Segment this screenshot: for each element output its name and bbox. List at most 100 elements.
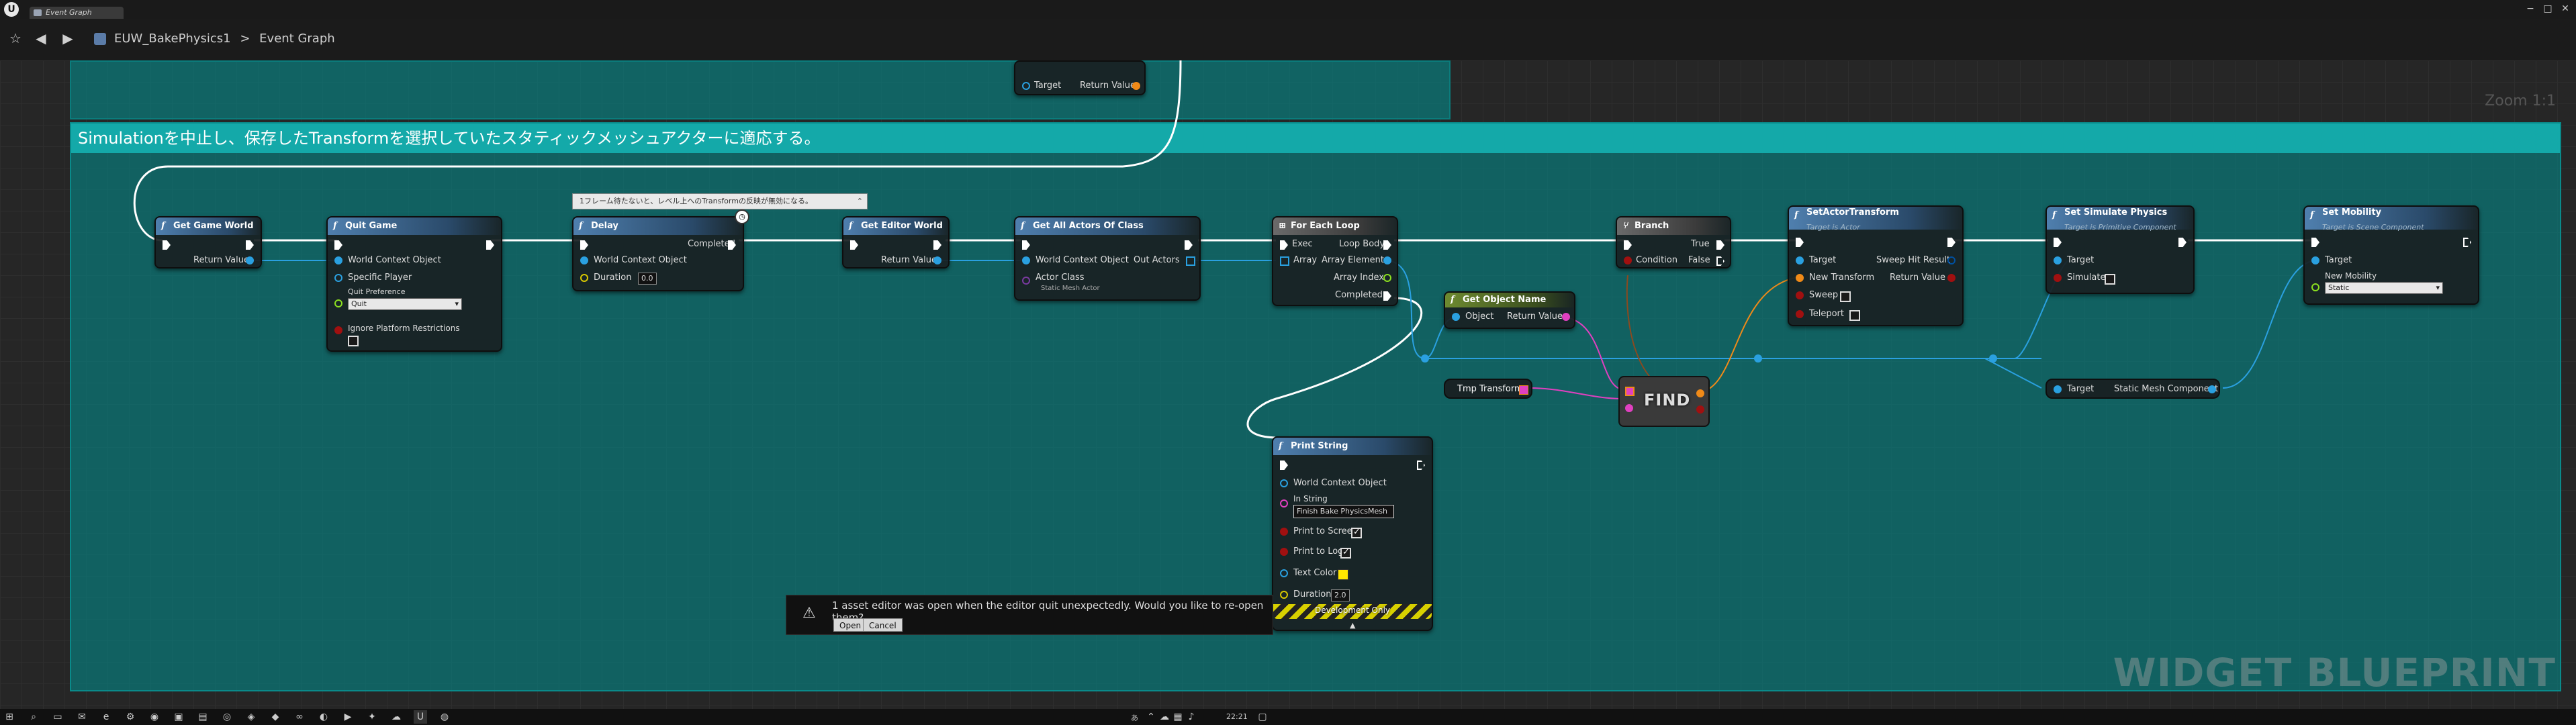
comment-box-upper[interactable]: [70, 60, 1451, 119]
actor-class-value[interactable]: Static Mesh Actor: [1041, 285, 1100, 292]
mail-icon[interactable]: ✉: [78, 712, 86, 722]
forward-arrow-icon[interactable]: ▶: [62, 30, 73, 46]
false-pin[interactable]: [1716, 256, 1724, 266]
clock[interactable]: 22:21: [1226, 712, 1248, 721]
ime-icon[interactable]: あ: [1131, 714, 1138, 722]
duration-input[interactable]: 2.0: [1331, 589, 1350, 601]
ignore-platform-checkbox[interactable]: [348, 336, 359, 346]
teleport-checkbox[interactable]: [1849, 310, 1860, 321]
task-view-icon[interactable]: ▭: [53, 712, 62, 722]
text-color-pin[interactable]: [1280, 569, 1288, 577]
volume-icon[interactable]: ♪: [1188, 712, 1195, 722]
exec-out-pin[interactable]: [1417, 461, 1425, 470]
exec-in-pin[interactable]: [1280, 461, 1288, 470]
key-in-pin[interactable]: [1625, 404, 1633, 412]
array-in-pin[interactable]: [1280, 256, 1289, 266]
target-pin[interactable]: [1022, 82, 1030, 90]
array-element-pin[interactable]: [1383, 256, 1391, 264]
world-context-pin[interactable]: [1280, 479, 1288, 487]
actor-class-pin[interactable]: [1022, 277, 1030, 285]
app-icon[interactable]: ◆: [271, 712, 279, 722]
back-arrow-icon[interactable]: ◀: [36, 30, 46, 46]
loop-body-pin[interactable]: [1383, 240, 1391, 250]
exec-in-pin[interactable]: [580, 240, 588, 250]
reroute-node[interactable]: [1989, 354, 1997, 362]
new-mobility-pin[interactable]: [2311, 283, 2319, 291]
text-color-swatch[interactable]: [1338, 569, 1348, 580]
print-to-log-pin[interactable]: [1280, 548, 1288, 556]
target-pin[interactable]: [2054, 256, 2062, 264]
return-value-pin[interactable]: [1562, 313, 1570, 321]
exec-out-pin[interactable]: [486, 240, 494, 250]
exec-out-pin[interactable]: [246, 240, 254, 250]
completed-pin[interactable]: [1383, 291, 1391, 301]
app-icon[interactable]: ☁: [392, 712, 401, 722]
edge-browser-icon[interactable]: e: [103, 712, 109, 722]
node-branch[interactable]: ⑂Branch True Condition False: [1616, 216, 1731, 269]
return-value-pin[interactable]: [1947, 274, 1956, 282]
node-static-mesh-component[interactable]: Target Static Mesh Component: [2045, 379, 2220, 399]
new-mobility-dropdown[interactable]: Static: [2325, 282, 2443, 294]
exec-in-pin[interactable]: [1796, 238, 1804, 247]
print-to-log-checkbox[interactable]: [1340, 547, 1351, 559]
world-context-pin[interactable]: [1022, 256, 1030, 264]
node-for-each-loop[interactable]: ⊞For Each Loop Exec Loop Body Array Arra…: [1272, 216, 1398, 306]
delay-comment-bubble[interactable]: 1フレーム待たないと、レベル上へのTransformの反映が無効になる。 ⌃: [572, 193, 868, 209]
settings-icon[interactable]: ⚙: [126, 712, 135, 722]
app-icon[interactable]: ◐: [319, 712, 328, 722]
exec-out-pin[interactable]: [2463, 238, 2471, 247]
upper-partial-node[interactable]: Target Return Value: [1014, 60, 1146, 95]
target-pin[interactable]: [2311, 256, 2319, 264]
exec-in-pin[interactable]: [2054, 238, 2062, 247]
new-transform-pin[interactable]: [1796, 274, 1804, 282]
true-pin[interactable]: [1716, 240, 1724, 250]
exec-out-pin[interactable]: [1947, 238, 1956, 247]
exec-in-pin[interactable]: [850, 240, 858, 250]
tab-event-graph[interactable]: Event Graph: [30, 7, 124, 19]
chevron-up-icon[interactable]: ⌃: [1147, 712, 1155, 722]
sweep-hit-result-pin[interactable]: [1947, 256, 1956, 264]
breadcrumb-graph[interactable]: Event Graph: [259, 32, 335, 46]
value-out-pin[interactable]: [1696, 389, 1704, 397]
simulate-checkbox[interactable]: [2105, 274, 2115, 285]
exec-out-pin[interactable]: [2178, 238, 2187, 247]
quit-preference-pin[interactable]: [334, 299, 342, 307]
notification-center-icon[interactable]: ▢: [1258, 712, 1267, 722]
node-tmp-transform[interactable]: Tmp Transform: [1444, 379, 1532, 399]
minimize-button[interactable]: −: [2526, 3, 2534, 14]
component-out-pin[interactable]: [2208, 385, 2216, 393]
world-context-pin[interactable]: [580, 256, 588, 264]
cloud-icon[interactable]: ☁: [1160, 712, 1169, 722]
exec-in-pin[interactable]: [1022, 240, 1030, 250]
out-actors-array-pin[interactable]: [1186, 256, 1195, 266]
network-icon[interactable]: ▦: [1173, 712, 1183, 722]
exec-out-pin[interactable]: [1185, 240, 1193, 250]
graph-canvas[interactable]: Zoom 1:1 Target Return Value Simulationを…: [0, 60, 2576, 712]
exec-in-pin[interactable]: [2311, 238, 2319, 247]
array-index-pin[interactable]: [1383, 274, 1391, 282]
ignore-platform-pin[interactable]: [334, 326, 342, 334]
map-pin[interactable]: [1519, 385, 1528, 395]
app-icon[interactable]: ◈: [247, 712, 255, 722]
terminal-icon[interactable]: ▤: [198, 712, 208, 722]
comment-title[interactable]: Simulationを中止し、保存したTransformを選択していたスタティッ…: [71, 124, 2560, 153]
exec-in-pin[interactable]: [1624, 240, 1632, 250]
app-icon[interactable]: ▶: [344, 712, 352, 722]
exec-completed-pin[interactable]: [728, 240, 736, 250]
exec-in-pin[interactable]: [334, 240, 342, 250]
duration-pin[interactable]: [580, 274, 588, 282]
found-out-pin[interactable]: [1696, 405, 1704, 414]
breadcrumb-asset[interactable]: EUW_BakePhysics1: [114, 32, 231, 46]
node-find[interactable]: FIND: [1618, 376, 1710, 427]
in-string-pin[interactable]: [1280, 499, 1288, 508]
app-icon[interactable]: ✦: [368, 712, 376, 722]
exec-out-pin[interactable]: [933, 240, 941, 250]
print-to-screen-checkbox[interactable]: [1351, 527, 1362, 538]
simulate-pin[interactable]: [2054, 274, 2062, 282]
